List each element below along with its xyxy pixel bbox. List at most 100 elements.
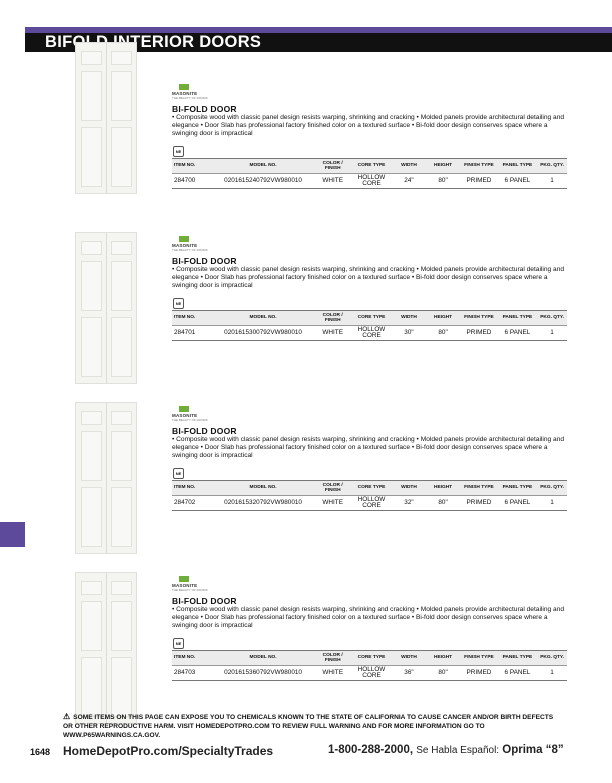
spec-cell: 284702	[172, 495, 212, 511]
masonite-logo: MASONITE THE BEAUTY OF DOORS	[172, 236, 212, 252]
masonite-logo: MASONITE THE BEAUTY OF DOORS	[172, 84, 212, 100]
spec-cell: HOLLOW CORE	[350, 173, 393, 189]
spec-column-header: MODEL NO.	[211, 480, 315, 496]
spec-cell: PRIMED	[460, 325, 498, 341]
spanish-option: Oprima “8”	[502, 744, 564, 756]
bifold-door-image	[75, 42, 137, 194]
spec-column-header: CORE TYPE	[350, 310, 393, 326]
spec-column-header: HEIGHT	[425, 310, 461, 326]
spec-cell: 30"	[392, 325, 426, 341]
certification-badge-icon: NE	[173, 638, 184, 649]
spec-cell: 6 PANEL	[497, 325, 538, 341]
spec-column-header: ITEM NO.	[172, 158, 212, 174]
spec-cell: 284703	[172, 665, 212, 681]
spec-column-header: HEIGHT	[425, 650, 461, 666]
spec-column-header: PANEL TYPE	[497, 650, 538, 666]
certification-badge-icon: NE	[173, 146, 184, 157]
product-description: • Composite wood with classic panel desi…	[172, 114, 565, 137]
product-description: • Composite wood with classic panel desi…	[172, 606, 565, 629]
spec-cell: WHITE	[314, 325, 351, 341]
spec-cell: 36"	[392, 665, 426, 681]
product-description: • Composite wood with classic panel desi…	[172, 266, 565, 289]
spec-cell: WHITE	[314, 495, 351, 511]
spec-cell: 0201615360792VW980010	[211, 665, 315, 681]
bifold-door-image	[75, 572, 137, 724]
spec-cell: 80"	[425, 665, 461, 681]
spec-cell: 6 PANEL	[497, 495, 538, 511]
bifold-door-image	[75, 402, 137, 554]
spec-column-header: ITEM NO.	[172, 480, 212, 496]
spec-column-header: CORE TYPE	[350, 650, 393, 666]
spec-cell: HOLLOW CORE	[350, 665, 393, 681]
product-title: BI-FOLD DOOR	[172, 256, 237, 266]
spec-cell: 0201615240792VW980010	[211, 173, 315, 189]
phone-number[interactable]: 1-800-288-2000,	[328, 744, 414, 756]
spec-cell: WHITE	[314, 173, 351, 189]
spanish-text: Se Habla Español:	[416, 745, 500, 756]
spec-cell: 6 PANEL	[497, 665, 538, 681]
side-tab	[0, 522, 25, 547]
spec-column-header: PANEL TYPE	[497, 310, 538, 326]
masonite-logo: MASONITE THE BEAUTY OF DOORS	[172, 406, 212, 422]
spec-cell: 6 PANEL	[497, 173, 538, 189]
spec-column-header: MODEL NO.	[211, 650, 315, 666]
product-title: BI-FOLD DOOR	[172, 104, 237, 114]
product-title: BI-FOLD DOOR	[172, 596, 237, 606]
spec-column-header: COLOR / FINISH	[314, 158, 351, 174]
spec-column-header: COLOR / FINISH	[314, 310, 351, 326]
spec-cell: 0201615320792VW980010	[211, 495, 315, 511]
spec-cell: PRIMED	[460, 495, 498, 511]
spec-column-header: CORE TYPE	[350, 158, 393, 174]
spec-column-header: MODEL NO.	[211, 310, 315, 326]
spec-cell: WHITE	[314, 665, 351, 681]
spec-cell: 284701	[172, 325, 212, 341]
spec-cell: 284700	[172, 173, 212, 189]
warning-text: SOME ITEMS ON THIS PAGE CAN EXPOSE YOU T…	[63, 714, 554, 739]
footer: 1648 HomeDepotPro.com/SpecialtyTrades 1-…	[0, 744, 612, 766]
spec-cell: HOLLOW CORE	[350, 495, 393, 511]
spec-column-header: FINISH TYPE	[460, 480, 498, 496]
spec-cell: 1	[537, 495, 567, 511]
prop65-warning: ⚠SOME ITEMS ON THIS PAGE CAN EXPOSE YOU …	[63, 712, 563, 740]
spec-column-header: PKG. QTY.	[537, 650, 567, 666]
spec-column-header: HEIGHT	[425, 480, 461, 496]
spec-column-header: PKG. QTY.	[537, 310, 567, 326]
bifold-door-image	[75, 232, 137, 384]
spec-cell: 80"	[425, 495, 461, 511]
product-title: BI-FOLD DOOR	[172, 426, 237, 436]
masonite-logo: MASONITE THE BEAUTY OF DOORS	[172, 576, 212, 592]
certification-badge-icon: NE	[173, 468, 184, 479]
spec-cell: PRIMED	[460, 665, 498, 681]
spec-column-header: COLOR / FINISH	[314, 480, 351, 496]
spec-cell: 80"	[425, 173, 461, 189]
spec-column-header: PKG. QTY.	[537, 158, 567, 174]
spec-column-header: PKG. QTY.	[537, 480, 567, 496]
spec-column-header: PANEL TYPE	[497, 480, 538, 496]
spec-cell: 80"	[425, 325, 461, 341]
spec-column-header: MODEL NO.	[211, 158, 315, 174]
spec-column-header: CORE TYPE	[350, 480, 393, 496]
footer-website-link[interactable]: HomeDepotPro.com/SpecialtyTrades	[63, 744, 274, 758]
spec-column-header: FINISH TYPE	[460, 310, 498, 326]
spec-column-header: COLOR / FINISH	[314, 650, 351, 666]
certification-badge-icon: NE	[173, 298, 184, 309]
spec-column-header: WIDTH	[392, 650, 426, 666]
spec-column-header: FINISH TYPE	[460, 650, 498, 666]
warning-icon: ⚠	[63, 712, 71, 721]
footer-phone: 1-800-288-2000, Se Habla Español: Oprima…	[328, 744, 564, 756]
spec-column-header: HEIGHT	[425, 158, 461, 174]
spec-cell: 24"	[392, 173, 426, 189]
spec-cell: 0201615300792VW980010	[211, 325, 315, 341]
spec-column-header: FINISH TYPE	[460, 158, 498, 174]
